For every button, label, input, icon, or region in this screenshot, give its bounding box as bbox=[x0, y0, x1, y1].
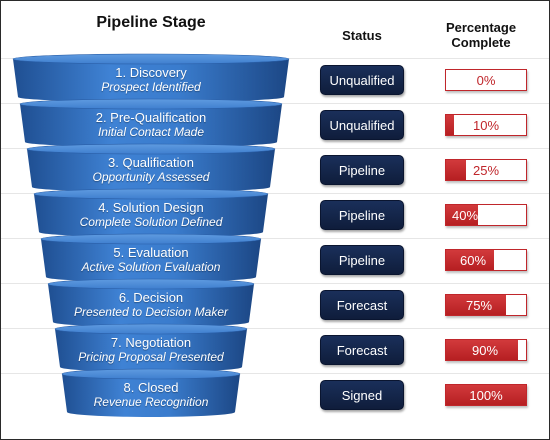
funnel-segment-top bbox=[54, 323, 248, 335]
stage-title: 2. Pre-Qualification bbox=[95, 110, 207, 125]
funnel-segment bbox=[12, 53, 290, 102]
funnel-segment bbox=[33, 188, 269, 237]
funnel-segment-top bbox=[19, 98, 283, 110]
status-badge: Pipeline bbox=[320, 245, 404, 275]
status-badge: Unqualified bbox=[320, 65, 404, 95]
status-badge: Unqualified bbox=[320, 110, 404, 140]
stage-subtitle: Initial Contact Made bbox=[97, 125, 205, 139]
percentage-bar: 10% bbox=[445, 114, 527, 136]
percentage-bar: 60% bbox=[445, 249, 527, 271]
funnel-segment-top bbox=[33, 188, 269, 200]
percentage-bar-fill bbox=[446, 340, 518, 360]
percentage-label: 90% bbox=[472, 342, 499, 358]
funnel-segment-body bbox=[27, 149, 275, 192]
percentage-bar: 75% bbox=[445, 294, 527, 316]
pipeline-stage-header: Pipeline Stage bbox=[96, 14, 206, 31]
status-header: Status bbox=[342, 28, 382, 43]
funnel-segment bbox=[61, 368, 241, 417]
stage-title: 3. Qualification bbox=[108, 155, 194, 170]
percentage-bar-fill bbox=[446, 115, 454, 135]
stage-title: 6. Decision bbox=[118, 290, 184, 305]
funnel-segment-top bbox=[47, 278, 255, 290]
status-badge: Signed bbox=[320, 380, 404, 410]
funnel-segment bbox=[47, 278, 255, 327]
percentage-bar-fill bbox=[446, 385, 526, 405]
funnel-segment bbox=[26, 143, 276, 192]
funnel-segment-top bbox=[26, 143, 276, 155]
funnel-segment bbox=[54, 323, 248, 372]
percentage-bar: 25% bbox=[445, 159, 527, 181]
percentage-bar-fill bbox=[446, 205, 478, 225]
funnel-segment-body bbox=[34, 194, 268, 237]
percentage-bar-fill bbox=[446, 295, 506, 315]
stage-subtitle: Pricing Proposal Presented bbox=[78, 350, 224, 364]
funnel-segment-body bbox=[20, 104, 282, 147]
percentage-bar-fill bbox=[446, 160, 466, 180]
percentage-label: 100% bbox=[469, 387, 503, 403]
stage-subtitle: Prospect Identified bbox=[101, 80, 201, 94]
stage-subtitle: Active Solution Evaluation bbox=[81, 260, 221, 274]
funnel-segment-top bbox=[40, 233, 262, 245]
gridline bbox=[1, 193, 549, 194]
funnel-segment-body bbox=[55, 329, 247, 372]
status-badge: Forecast bbox=[320, 335, 404, 365]
funnel-segment-top bbox=[12, 53, 290, 65]
funnel-segment bbox=[40, 233, 262, 282]
funnel-segment-body bbox=[48, 284, 254, 327]
status-badge: Pipeline bbox=[320, 200, 404, 230]
percentage-bar: 40% bbox=[445, 204, 527, 226]
stage-title: 7. Negotiation bbox=[110, 335, 192, 350]
funnel-segment-body bbox=[41, 239, 261, 282]
funnel-segment-top bbox=[61, 368, 241, 380]
percentage-complete-header: Percentage Complete bbox=[445, 20, 517, 50]
percentage-bar-fill bbox=[446, 250, 494, 270]
stage-title: 5. Evaluation bbox=[113, 245, 189, 260]
gridline bbox=[1, 238, 549, 239]
percentage-bar: 0% bbox=[445, 69, 527, 91]
percentage-bar: 90% bbox=[445, 339, 527, 361]
funnel-segment-body bbox=[62, 374, 240, 417]
gridline bbox=[1, 148, 549, 149]
stage-title: 1. Discovery bbox=[115, 65, 187, 80]
gridline bbox=[1, 373, 549, 374]
stage-subtitle: Opportunity Assessed bbox=[92, 170, 210, 184]
percentage-label: 75% bbox=[466, 297, 493, 313]
stage-title: 4. Solution Design bbox=[98, 200, 204, 215]
status-badge: Forecast bbox=[320, 290, 404, 320]
stage-subtitle: Complete Solution Defined bbox=[79, 215, 223, 229]
percentage-bar: 100% bbox=[445, 384, 527, 406]
percentage-label: 25% bbox=[472, 162, 500, 178]
percentage-label: 0% bbox=[476, 72, 496, 88]
gridline bbox=[1, 283, 549, 284]
funnel-segment bbox=[19, 98, 283, 147]
stage-title: 8. Closed bbox=[123, 380, 179, 395]
gridline bbox=[1, 328, 549, 329]
status-badge: Pipeline bbox=[320, 155, 404, 185]
funnel-segment-body bbox=[13, 59, 289, 102]
percentage-label: 10% bbox=[472, 117, 500, 133]
stage-subtitle: Presented to Decision Maker bbox=[73, 305, 229, 319]
stage-subtitle: Revenue Recognition bbox=[93, 395, 209, 409]
percentage-label: 60% bbox=[460, 252, 487, 268]
percentage-label: 40% bbox=[452, 207, 479, 223]
